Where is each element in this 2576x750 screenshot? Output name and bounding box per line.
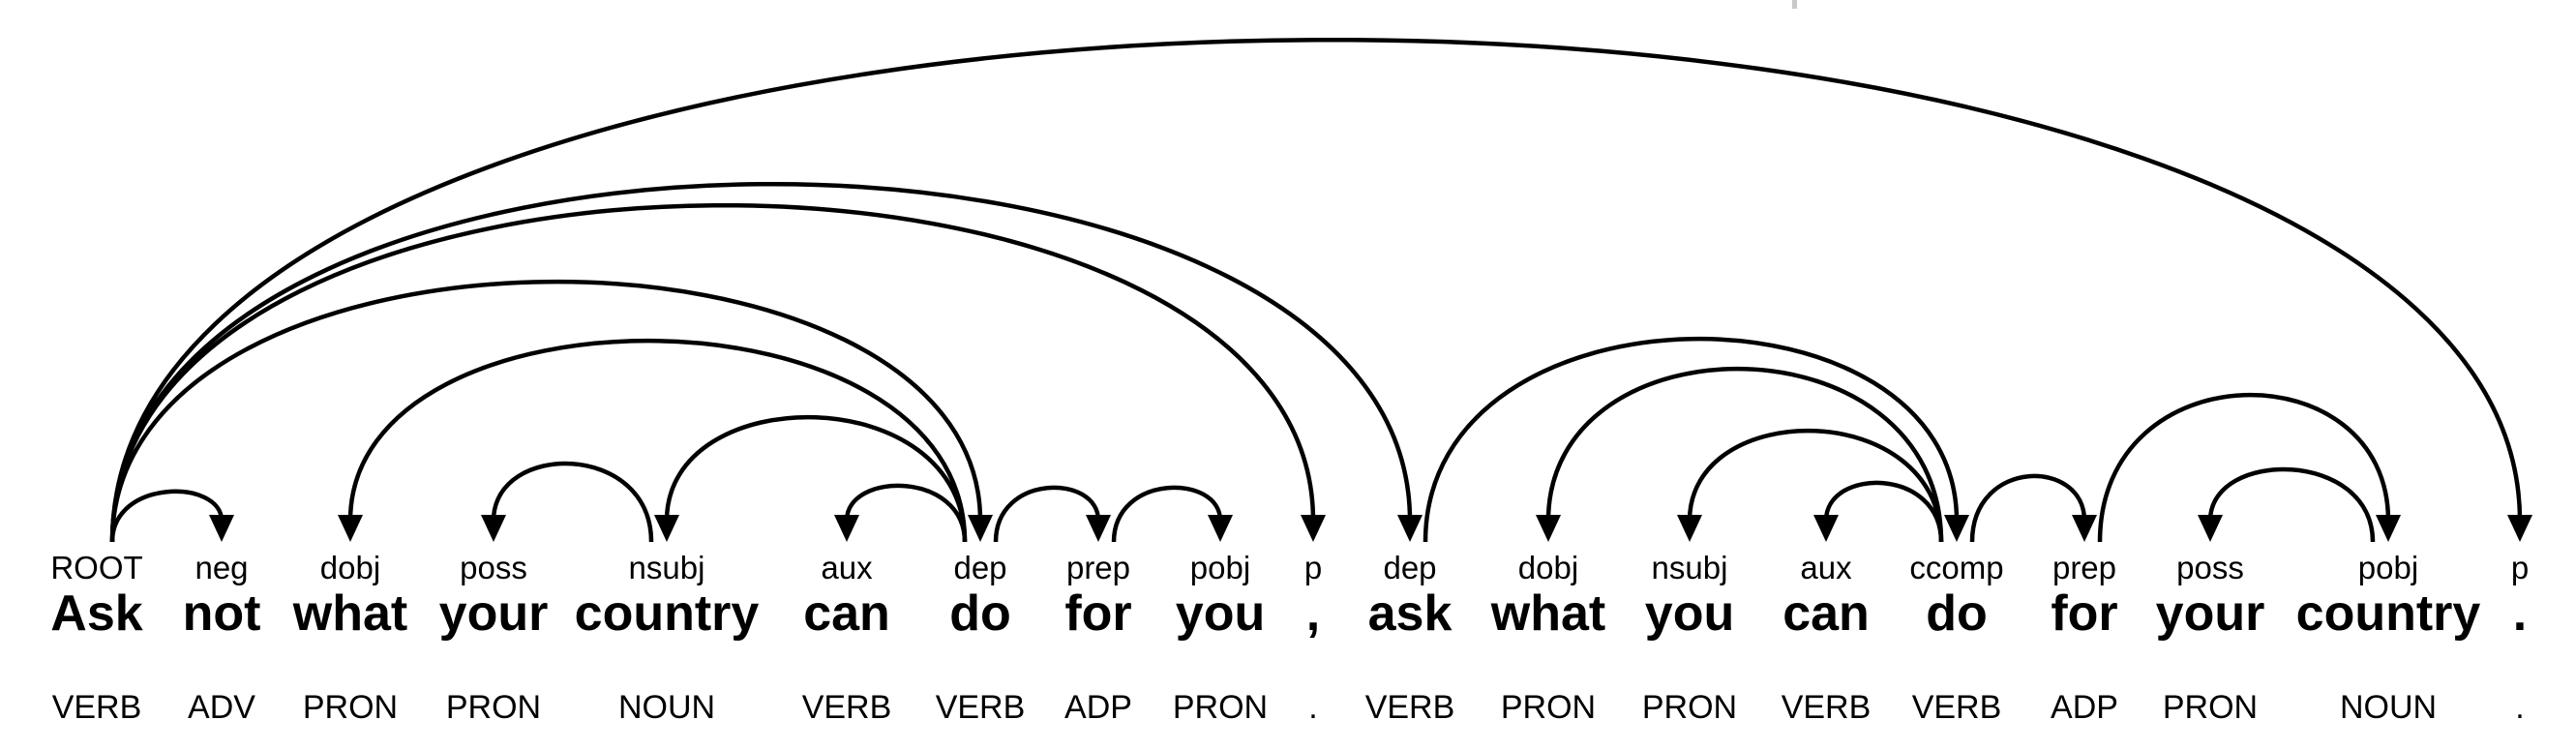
- token-word: not: [182, 585, 261, 642]
- arrowhead-icon: [1536, 515, 1561, 542]
- token-word: what: [292, 585, 408, 642]
- token-label: pobj: [1189, 550, 1251, 585]
- token-label: p: [2510, 550, 2530, 585]
- dependency-arc-aux: [844, 483, 968, 543]
- token-pos: PRON: [1172, 689, 1269, 726]
- token-pos: VERB: [801, 689, 892, 726]
- arrowhead-icon: [2198, 515, 2223, 542]
- token-word: can: [1782, 585, 1870, 642]
- arrowhead-icon: [968, 515, 993, 542]
- token-pos: VERB: [51, 689, 142, 726]
- dependency-arc-pobj: [1111, 485, 1223, 543]
- token-label: aux: [821, 550, 873, 585]
- token-word: what: [1490, 585, 1606, 642]
- arrowhead-icon: [1677, 515, 1702, 542]
- token-word: country: [2295, 585, 2481, 642]
- token-pos: .: [1308, 689, 1318, 726]
- dependency-arc-p: [109, 38, 2523, 543]
- token-pos: ADP: [2051, 689, 2118, 726]
- token-word: ,: [1305, 585, 1321, 642]
- dependency-arc-nsubj: [1687, 429, 1944, 543]
- token-label: ROOT: [50, 550, 143, 585]
- arrowhead-icon: [1301, 515, 1326, 542]
- token-word: your: [2155, 585, 2265, 642]
- dependency-arc-dobj: [347, 338, 968, 543]
- arrowhead-icon: [1813, 515, 1839, 542]
- dependency-arc-poss: [2207, 466, 2376, 543]
- dependency-arc-p: [109, 202, 1316, 543]
- token-word: you: [1175, 585, 1266, 642]
- token-label: pobj: [2357, 550, 2419, 585]
- token-label: nsubj: [1651, 550, 1728, 585]
- arrowhead-icon: [1208, 515, 1233, 542]
- token-word: do: [949, 585, 1011, 642]
- token-label: aux: [1800, 550, 1852, 585]
- token-word: do: [1926, 585, 1988, 642]
- token-pos: PRON: [1641, 689, 1738, 726]
- token-label: dobj: [319, 550, 381, 585]
- token-label: dobj: [1517, 550, 1579, 585]
- token-word: for: [2051, 585, 2118, 642]
- token-pos: PRON: [445, 689, 542, 726]
- screen-artifact: [1792, 0, 1797, 9]
- arrowhead-icon: [338, 515, 363, 542]
- arrowhead-icon: [2376, 515, 2401, 542]
- token-label: nsubj: [628, 550, 705, 585]
- token-label: neg: [195, 550, 249, 585]
- token-label: poss: [2176, 550, 2244, 585]
- token-label: poss: [460, 550, 527, 585]
- arrowhead-icon: [654, 515, 679, 542]
- token-label: prep: [2052, 550, 2117, 585]
- dependency-arc-ccomp: [1423, 336, 1960, 543]
- arrowhead-icon: [2507, 515, 2532, 542]
- token-pos: PRON: [1500, 689, 1597, 726]
- token-pos: .: [2515, 689, 2525, 726]
- token-word: country: [574, 585, 760, 642]
- token-label: dep: [1383, 550, 1437, 585]
- token-pos: NOUN: [617, 689, 716, 726]
- dependency-arc-dep: [109, 182, 1413, 543]
- token-word: your: [438, 585, 549, 642]
- dependency-arc-dep: [109, 279, 983, 543]
- token-pos: ADV: [188, 689, 255, 726]
- token-word: for: [1064, 585, 1132, 642]
- token-pos: VERB: [1364, 689, 1455, 726]
- token-pos: VERB: [935, 689, 1026, 726]
- dependency-arc-pobj: [2097, 392, 2391, 543]
- token-word: can: [803, 585, 890, 642]
- token-pos: VERB: [1911, 689, 2002, 726]
- dependency-arc-prep: [993, 485, 1101, 543]
- token-pos: ADP: [1064, 689, 1132, 726]
- arrowhead-icon: [834, 515, 859, 542]
- dependency-arc-aux: [1823, 480, 1944, 543]
- token-word: ask: [1367, 585, 1453, 642]
- token-label: p: [1303, 550, 1323, 585]
- token-label: ccomp: [1909, 550, 2004, 585]
- token-pos: PRON: [2162, 689, 2259, 726]
- arrowhead-icon: [209, 515, 234, 542]
- arrowhead-icon: [1944, 515, 1969, 542]
- dependency-arc-dobj: [1545, 366, 1944, 543]
- token-label: prep: [1065, 550, 1131, 585]
- token-word: .: [2512, 585, 2528, 642]
- token-pos: VERB: [1781, 689, 1872, 726]
- dependency-arc-neg: [109, 489, 225, 543]
- token-word: Ask: [50, 585, 143, 642]
- token-label: dep: [953, 550, 1007, 585]
- dependency-arc-prep: [1969, 473, 2087, 543]
- token-pos: NOUN: [2339, 689, 2438, 726]
- arrowhead-icon: [1086, 515, 1111, 542]
- dependency-arc-poss: [491, 461, 654, 543]
- dependency-arc-nsubj: [664, 414, 968, 543]
- arrowhead-icon: [481, 515, 506, 542]
- arrowhead-icon: [2072, 515, 2097, 542]
- arrowhead-icon: [1397, 515, 1423, 542]
- token-word: you: [1644, 585, 1735, 642]
- token-pos: PRON: [302, 689, 399, 726]
